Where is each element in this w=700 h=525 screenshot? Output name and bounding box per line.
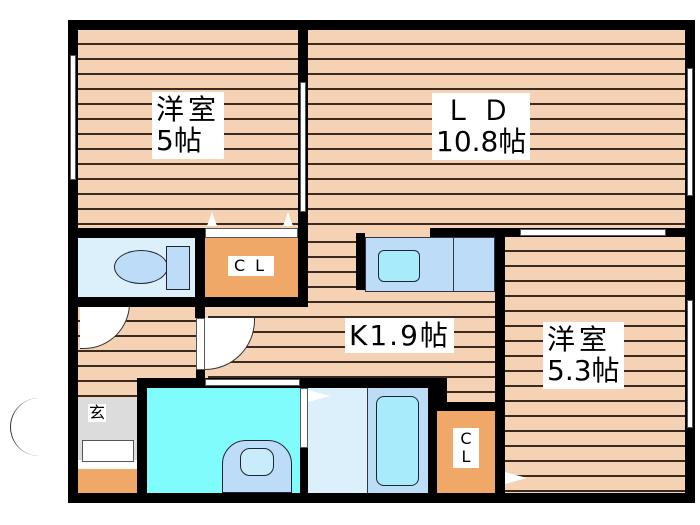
bathroom-door-arrow-icon — [308, 390, 330, 402]
closet-1-doors — [205, 228, 298, 238]
western-room-2-floor — [505, 237, 685, 493]
outer-wall-right — [685, 20, 695, 503]
wall-toilet-bottom — [68, 297, 308, 307]
outer-wall-top — [68, 20, 695, 30]
window-room1-ld — [300, 82, 306, 212]
toilet-bowl-icon — [114, 250, 168, 284]
living-dining-label: ＬＤ 10.8帖 — [432, 93, 531, 160]
wall-kitchen-room2 — [495, 228, 505, 503]
shoe-storage — [78, 469, 137, 493]
window-room1-left — [70, 55, 76, 180]
kitchen-sink-icon — [378, 250, 420, 282]
closet-2-door-arrow-icon — [505, 472, 527, 484]
kitchen-wall-stub — [356, 233, 365, 290]
kitchen-door — [196, 318, 205, 370]
window-room2-right — [687, 300, 693, 428]
western-room-1-label: 洋室 5帖 — [152, 92, 225, 159]
closet-1-label: CL — [228, 256, 275, 276]
closet-2-label: C L — [453, 428, 479, 468]
kitchen-counter — [365, 237, 495, 292]
outer-wall-left — [68, 20, 78, 503]
outer-wall-bottom — [68, 493, 695, 503]
toilet-tank-icon — [166, 246, 190, 290]
closet-1-door-arrow-icon — [283, 212, 293, 226]
wall-toilet-closet — [195, 228, 205, 318]
entrance-label: 玄 — [88, 403, 107, 422]
shoe-cabinet-doors — [82, 440, 134, 462]
window-ld-right — [687, 68, 693, 196]
kitchen-label: K1.9帖 — [345, 318, 454, 354]
front-door-swing-icon — [10, 398, 68, 456]
bathroom-door — [300, 388, 308, 448]
wash-room-sliding-door — [205, 379, 300, 386]
wall-room1-bottom — [68, 228, 205, 238]
western-room-2-label: 洋室 5.3帖 — [543, 322, 624, 389]
washbasin-bowl-icon — [240, 448, 274, 476]
counter-divider — [453, 237, 454, 292]
wall-kitchen-door-lower — [196, 370, 205, 380]
closet-1-door-arrow-icon — [207, 212, 217, 226]
wall-closet-right — [298, 228, 308, 307]
sliding-door-ld-room2 — [520, 229, 666, 236]
bathtub-basin-icon — [376, 396, 419, 486]
living-dining-floor — [308, 30, 685, 228]
